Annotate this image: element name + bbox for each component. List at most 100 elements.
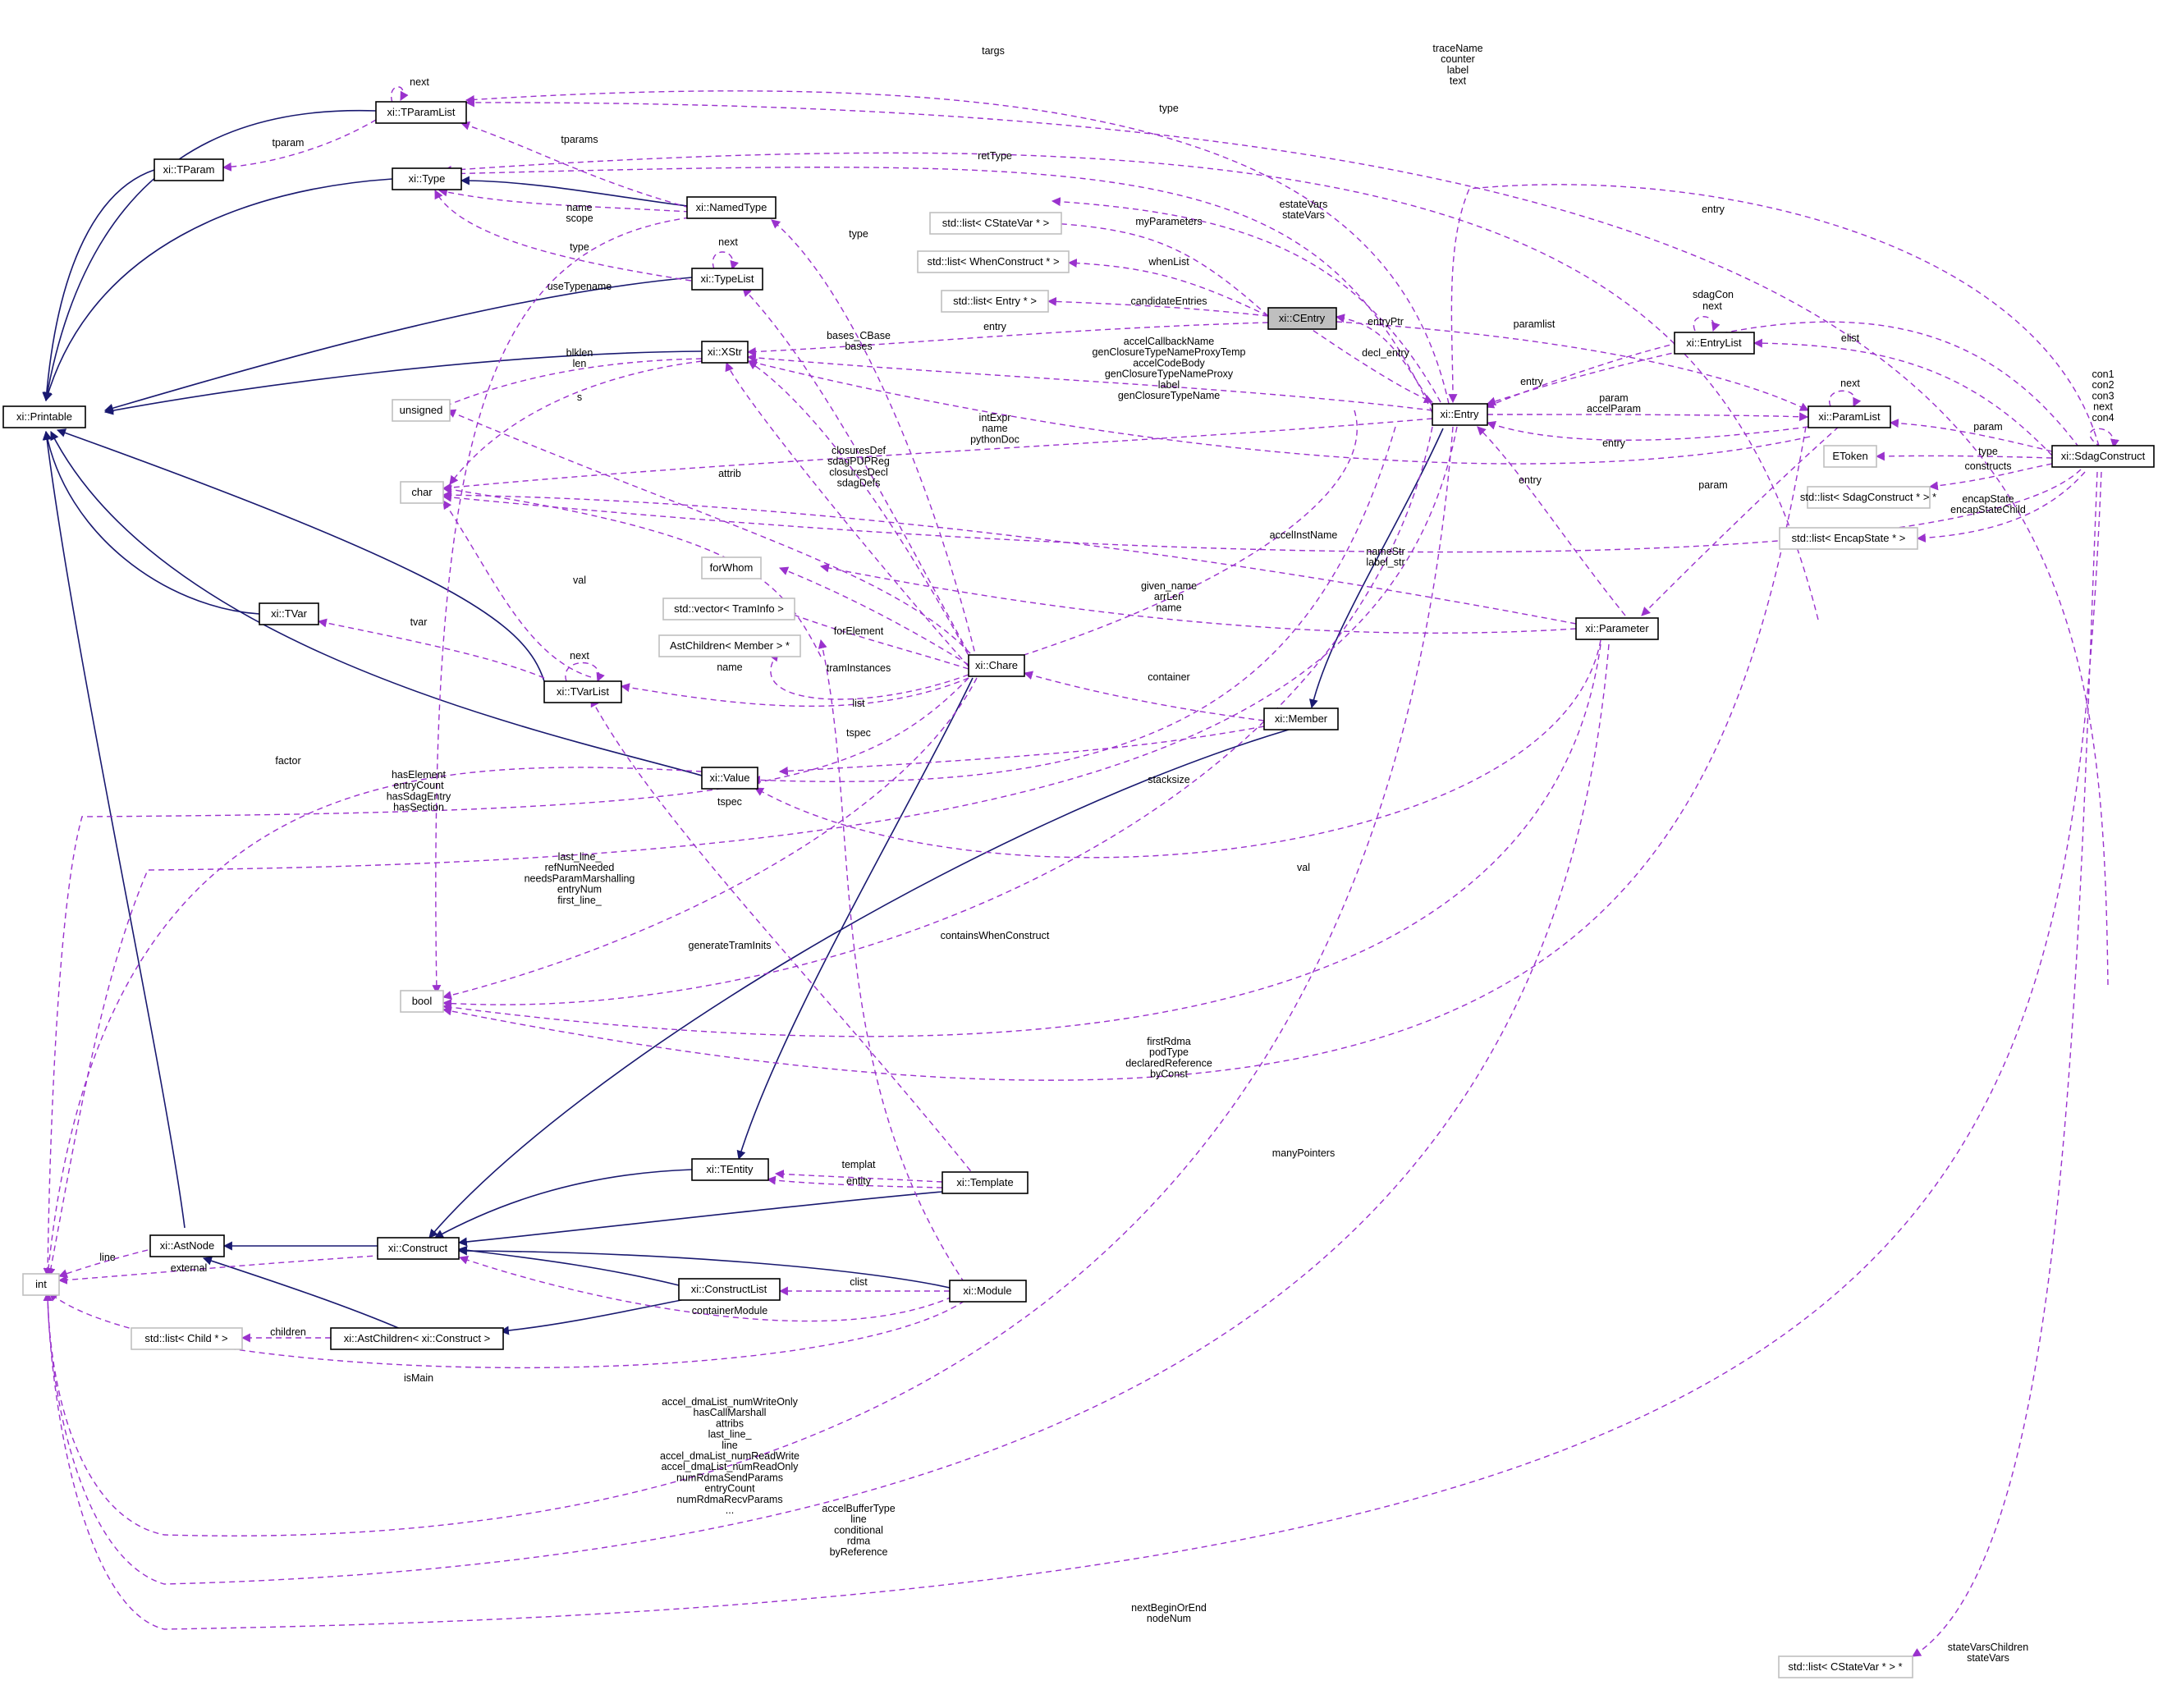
edge-blklen [433,358,703,412]
node-list-whenconstruct[interactable]: std::list< WhenConstruct * > [927,255,1059,268]
node-box-list-cstatevar [929,212,1062,235]
node-tvarlist[interactable]: xi::TVarList [557,685,609,698]
node-typelist[interactable]: xi::TypeList [700,272,754,285]
node-unsigned[interactable]: unsigned [400,404,443,416]
edge-label-line: bases [845,341,872,352]
edge-label-line: ... [726,1504,734,1516]
node-astchildren-member[interactable]: AstChildren< Member > * [670,639,790,652]
node-char[interactable]: char [411,486,433,498]
edge-label-line: entryCount [393,780,444,791]
edge-label-line: genClosureTypeNameProxyTemp [1093,346,1246,358]
edge-type-printable [44,178,393,402]
edge-hasElement [43,677,969,1278]
edge-param-parameter [1641,426,1840,616]
edge-entry-top [1448,184,2102,456]
node-box-list-child [131,1327,243,1350]
edge-myParameters [1051,219,1269,317]
node-int[interactable]: int [35,1278,47,1290]
edge-label-line: accelInstName [1270,529,1338,541]
edge-label-line: entry [983,321,1007,332]
edge-label-line: sdagPUPReg [827,456,890,467]
node-sdagconstruct[interactable]: xi::SdagConstruct [2061,450,2146,462]
edge-label-line: blklen [566,347,593,359]
edge-label-line: manyPointers [1272,1147,1335,1159]
edge-label-line: type [570,241,589,253]
edge-traceName [465,98,2109,986]
edge-label-line: entryNum [557,884,602,895]
node-tparam[interactable]: xi::TParam [163,163,215,176]
edge-label-myParameters: myParameters [1135,216,1202,227]
edge-tvar [317,618,545,679]
node-box-value [701,767,758,790]
edge-label-line: label_str [1366,556,1404,568]
edge-label-line: candidateEntries [1130,295,1207,307]
node-list-encapstate[interactable]: std::list< EncapState * > [1792,532,1906,544]
edge-label-line: con3 [2092,390,2114,401]
edge-label-line: accel_dmaList_numReadOnly [662,1461,800,1472]
node-tparamlist[interactable]: xi::TParamList [387,106,455,118]
edge-label-tramInstances: tramInstances [827,662,891,674]
node-construct[interactable]: xi::Construct [388,1242,448,1254]
node-list-sdagconstruct[interactable]: std::list< SdagConstruct * > * [1800,491,1936,503]
node-forwhom[interactable]: forWhom [710,561,754,574]
node-paramlist[interactable]: xi::ParamList [1818,410,1881,423]
edge-label-type-top: type [1159,103,1179,114]
node-printable[interactable]: xi::Printable [16,410,72,423]
edge-label-line: entry [1602,437,1626,449]
edge-label-line: counter [1441,53,1475,65]
edge-chare-tentity [736,677,974,1161]
node-centry[interactable]: xi::CEntry [1279,312,1326,324]
node-entry[interactable]: xi::Entry [1441,408,1479,420]
node-box-list-entry [941,290,1049,313]
edge-paramlist-self [1828,390,1862,407]
node-type[interactable]: xi::Type [409,172,446,185]
edge-label-line: accelParam [1587,403,1641,414]
node-tvar[interactable]: xi::TVar [271,607,307,620]
node-entrylist[interactable]: xi::EntryList [1686,337,1742,349]
node-bool[interactable]: bool [412,995,433,1007]
edge-label-line: hasSection [393,802,444,813]
edge-label-line: podType [1149,1046,1189,1058]
edge-label-val-param: val [1297,862,1310,873]
node-box-char [400,481,444,504]
node-value[interactable]: xi::Value [710,772,750,784]
edge-value-printable [50,431,703,776]
edge-entrylist-self [1693,316,1720,332]
edge-label-line: stateVars [1967,1652,2009,1664]
edge-label-entry-top: entry [1702,204,1725,215]
node-constructlist[interactable]: xi::ConstructList [691,1283,767,1295]
edge-firstRdma [442,643,1601,1037]
edge-label-line: name [1156,602,1181,613]
node-module[interactable]: xi::Module [963,1284,1011,1297]
node-namedtype[interactable]: xi::NamedType [696,201,767,213]
node-parameter[interactable]: xi::Parameter [1585,622,1649,634]
node-boxes [2,101,2155,1678]
node-vector-traminfo[interactable]: std::vector< TramInfo > [674,602,784,615]
node-tentity[interactable]: xi::TEntity [706,1163,754,1175]
node-list-entry[interactable]: std::list< Entry * > [953,295,1037,307]
node-box-tparamlist [375,101,467,124]
node-list-cstatevar-ptr[interactable]: std::list< CStateVar * > * [1788,1660,1902,1673]
edge-label-entry-paramlist: entry [1602,437,1626,449]
edge-stateVarsChildren [1912,471,2098,1657]
node-list-cstatevar[interactable]: std::list< CStateVar * > [942,217,1050,229]
node-template[interactable]: xi::Template [956,1176,1013,1188]
edge-estateVars [1051,197,1441,403]
node-astchildren-construct[interactable]: xi::AstChildren< xi::Construct > [344,1332,490,1344]
node-astnode[interactable]: xi::AstNode [160,1239,214,1252]
edge-label-line: next [718,236,738,248]
edge-xstr-printable [103,350,703,415]
edge-label-paramlist-next: next [1840,378,1860,389]
node-xstr[interactable]: xi::XStr [708,346,743,358]
node-member[interactable]: xi::Member [1275,712,1328,725]
edge-label-external: external [171,1262,207,1274]
edge-entry-paramlist [1486,420,1809,441]
node-box-construct [377,1237,460,1260]
node-chare[interactable]: xi::Chare [975,659,1018,671]
edge-containsWhenConstruct [442,426,1433,1009]
node-etoken[interactable]: EToken [1832,450,1867,462]
node-list-child[interactable]: std::list< Child * > [144,1332,227,1344]
